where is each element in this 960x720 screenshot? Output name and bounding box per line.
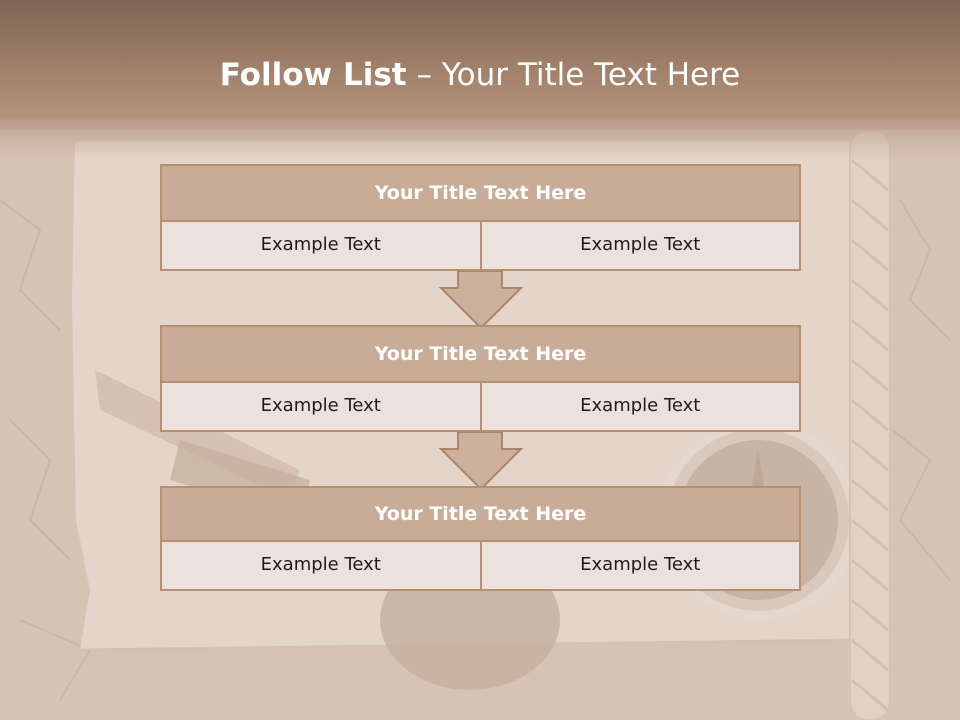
slide-title: Follow List – Your Title Text Here — [0, 52, 960, 98]
down-arrow-icon — [438, 270, 524, 330]
title-band — [0, 0, 960, 130]
down-arrow-icon — [438, 431, 524, 491]
list-block-1: Your Title Text Here Example Text Exampl… — [160, 164, 801, 271]
block-row: Example Text Example Text — [160, 542, 801, 591]
block-title: Your Title Text Here — [160, 486, 801, 542]
block-cell-right: Example Text — [479, 542, 800, 589]
list-block-2: Your Title Text Here Example Text Exampl… — [160, 325, 801, 432]
slide-title-bold: Follow List — [219, 57, 407, 93]
block-row: Example Text Example Text — [160, 383, 801, 432]
block-cell-right: Example Text — [479, 383, 800, 430]
block-cell-left: Example Text — [260, 554, 381, 575]
block-title: Your Title Text Here — [160, 325, 801, 383]
list-block-3: Your Title Text Here Example Text Exampl… — [160, 486, 801, 591]
block-cell-left: Example Text — [260, 395, 381, 416]
block-cell-left: Example Text — [260, 234, 381, 255]
block-cell-right: Example Text — [479, 222, 800, 269]
block-title: Your Title Text Here — [160, 164, 801, 222]
slide-title-rest: – Your Title Text Here — [406, 57, 741, 93]
title-fade — [0, 120, 960, 160]
block-row: Example Text Example Text — [160, 222, 801, 271]
